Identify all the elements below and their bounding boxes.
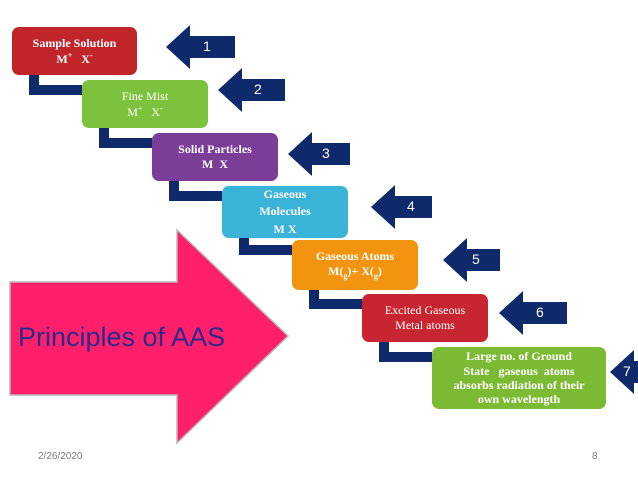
step-7-line3: absorbs radiation of their bbox=[453, 378, 585, 392]
connector-5-6 bbox=[309, 288, 362, 309]
step-arrow-2 bbox=[218, 68, 285, 112]
step-6-line2: Metal atoms bbox=[395, 318, 455, 332]
step-box-4: Gaseous Molecules M X bbox=[222, 186, 348, 238]
step-arrow-4 bbox=[371, 185, 432, 229]
step-1-m: M bbox=[56, 51, 68, 66]
step-box-1: Sample Solution M+ X- bbox=[12, 27, 137, 75]
step-5-formula: M(g)+ X(g) bbox=[328, 263, 382, 281]
step-box-3: Solid Particles M X bbox=[152, 133, 278, 181]
step-1-x: X bbox=[81, 51, 90, 66]
principles-title: Principles of AAS bbox=[18, 322, 226, 352]
step-7-line1: Large no. of Ground bbox=[466, 349, 572, 364]
step-number-5: 5 bbox=[472, 251, 480, 267]
step-arrow-6 bbox=[499, 291, 567, 335]
step-box-7: Large no. of Ground State gaseous atoms … bbox=[432, 347, 606, 409]
connector-4-5 bbox=[239, 236, 292, 255]
connector-3-4 bbox=[169, 180, 222, 201]
connector-1-2 bbox=[29, 74, 82, 95]
step-number-6: 6 bbox=[536, 304, 544, 320]
step-box-6: Excited Gaseous Metal atoms bbox=[362, 294, 488, 342]
footer-page-number: 8 bbox=[592, 451, 598, 462]
step-2-m: M bbox=[127, 104, 138, 119]
step-2-line1: Fine Mist bbox=[121, 88, 169, 103]
step-3-line1: Solid Particles bbox=[178, 142, 252, 156]
step-arrow-5 bbox=[443, 238, 500, 282]
step-4-line2: Molecules bbox=[259, 204, 311, 219]
connector-6-7 bbox=[379, 341, 432, 362]
connector-2-3 bbox=[99, 127, 152, 148]
step-arrow-3 bbox=[288, 132, 350, 176]
step-number-3: 3 bbox=[322, 145, 330, 161]
step-arrow-1 bbox=[166, 25, 235, 69]
step-1-line1: Sample Solution bbox=[32, 35, 117, 50]
step-2-x: X bbox=[151, 104, 161, 119]
step-number-7: 7 bbox=[623, 363, 631, 379]
step-4-line3: M X bbox=[273, 221, 297, 236]
step-6-line1: Excited Gaseous bbox=[384, 303, 466, 317]
step-7-line2: State gaseous atoms bbox=[463, 363, 575, 378]
step-7-line4: own wavelength bbox=[477, 392, 561, 407]
step-number-2: 2 bbox=[254, 81, 262, 97]
step-arrow-7 bbox=[610, 350, 638, 394]
step-number-4: 4 bbox=[407, 198, 415, 214]
step-3-line2: M X bbox=[202, 157, 228, 171]
footer-date: 2/26/2020 bbox=[38, 451, 83, 462]
step-number-1: 1 bbox=[203, 38, 211, 54]
step-box-2: Fine Mist M+ X- bbox=[82, 80, 208, 128]
step-box-5: Gaseous Atoms M(g)+ X(g) bbox=[292, 240, 418, 290]
big-pink-arrow bbox=[9, 228, 290, 445]
step-5-line1: Gaseous Atoms bbox=[315, 248, 395, 263]
step-4-line1: Gaseous bbox=[263, 186, 307, 201]
